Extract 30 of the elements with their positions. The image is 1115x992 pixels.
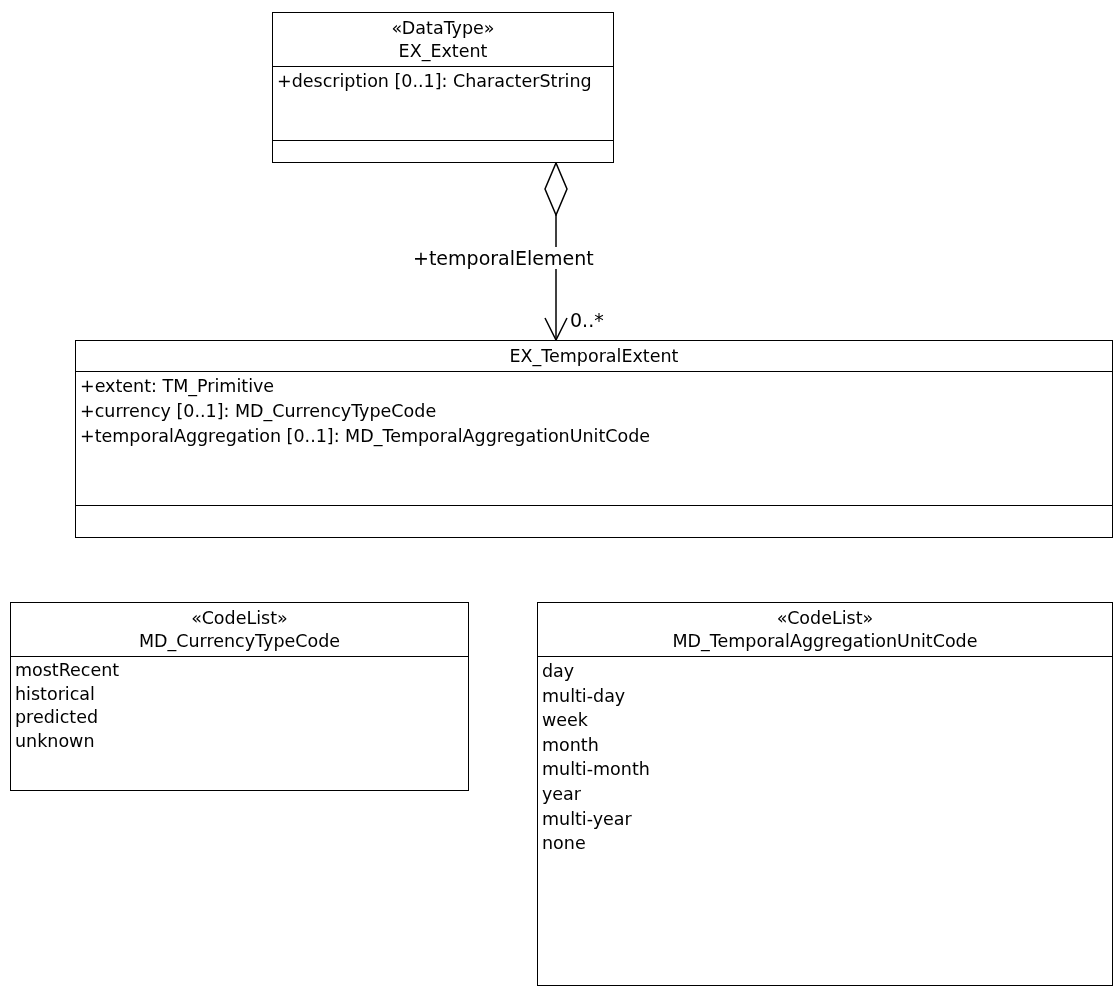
attribute-text: +description [0..1]: CharacterString bbox=[277, 70, 592, 93]
attribute-text: +extent: TM_Primitive bbox=[80, 375, 275, 399]
stereotype-label: «DataType» bbox=[391, 17, 495, 40]
code-list-value: week bbox=[542, 709, 588, 733]
code-list-value: multi-day bbox=[542, 684, 626, 708]
multiplicity-label: 0..* bbox=[570, 309, 604, 331]
code-list-value: none bbox=[542, 832, 586, 856]
class-box bbox=[10, 602, 469, 791]
class-box bbox=[272, 12, 614, 163]
role-label: +temporalElement bbox=[413, 247, 594, 269]
code-list-value: month bbox=[542, 733, 599, 757]
class-name: EX_Extent bbox=[398, 40, 488, 63]
code-list-value: multi-month bbox=[542, 758, 650, 782]
class-box bbox=[537, 602, 1113, 986]
code-list-value: historical bbox=[15, 682, 95, 706]
class-name: EX_TemporalExtent bbox=[509, 345, 679, 368]
code-list-value: predicted bbox=[15, 706, 98, 729]
attribute-text: +currency [0..1]: MD_CurrencyTypeCode bbox=[80, 400, 437, 424]
code-list-value: multi-year bbox=[542, 807, 632, 831]
class-name: MD_CurrencyTypeCode bbox=[138, 630, 341, 653]
code-list-value: day bbox=[542, 660, 575, 683]
aggregation-arrow bbox=[544, 162, 568, 341]
class-box bbox=[75, 340, 1113, 538]
code-list-value: mostRecent bbox=[15, 659, 120, 682]
code-list-value: year bbox=[542, 782, 582, 806]
attribute-text: +temporalAggregation [0..1]: MD_TemporalAggregationUnitCode bbox=[80, 425, 651, 449]
stereotype-label: «CodeList» bbox=[191, 607, 288, 630]
stereotype-label: «CodeList» bbox=[776, 607, 874, 630]
class-name: MD_TemporalAggregationUnitCode bbox=[672, 630, 978, 653]
code-list-value: unknown bbox=[15, 729, 95, 753]
